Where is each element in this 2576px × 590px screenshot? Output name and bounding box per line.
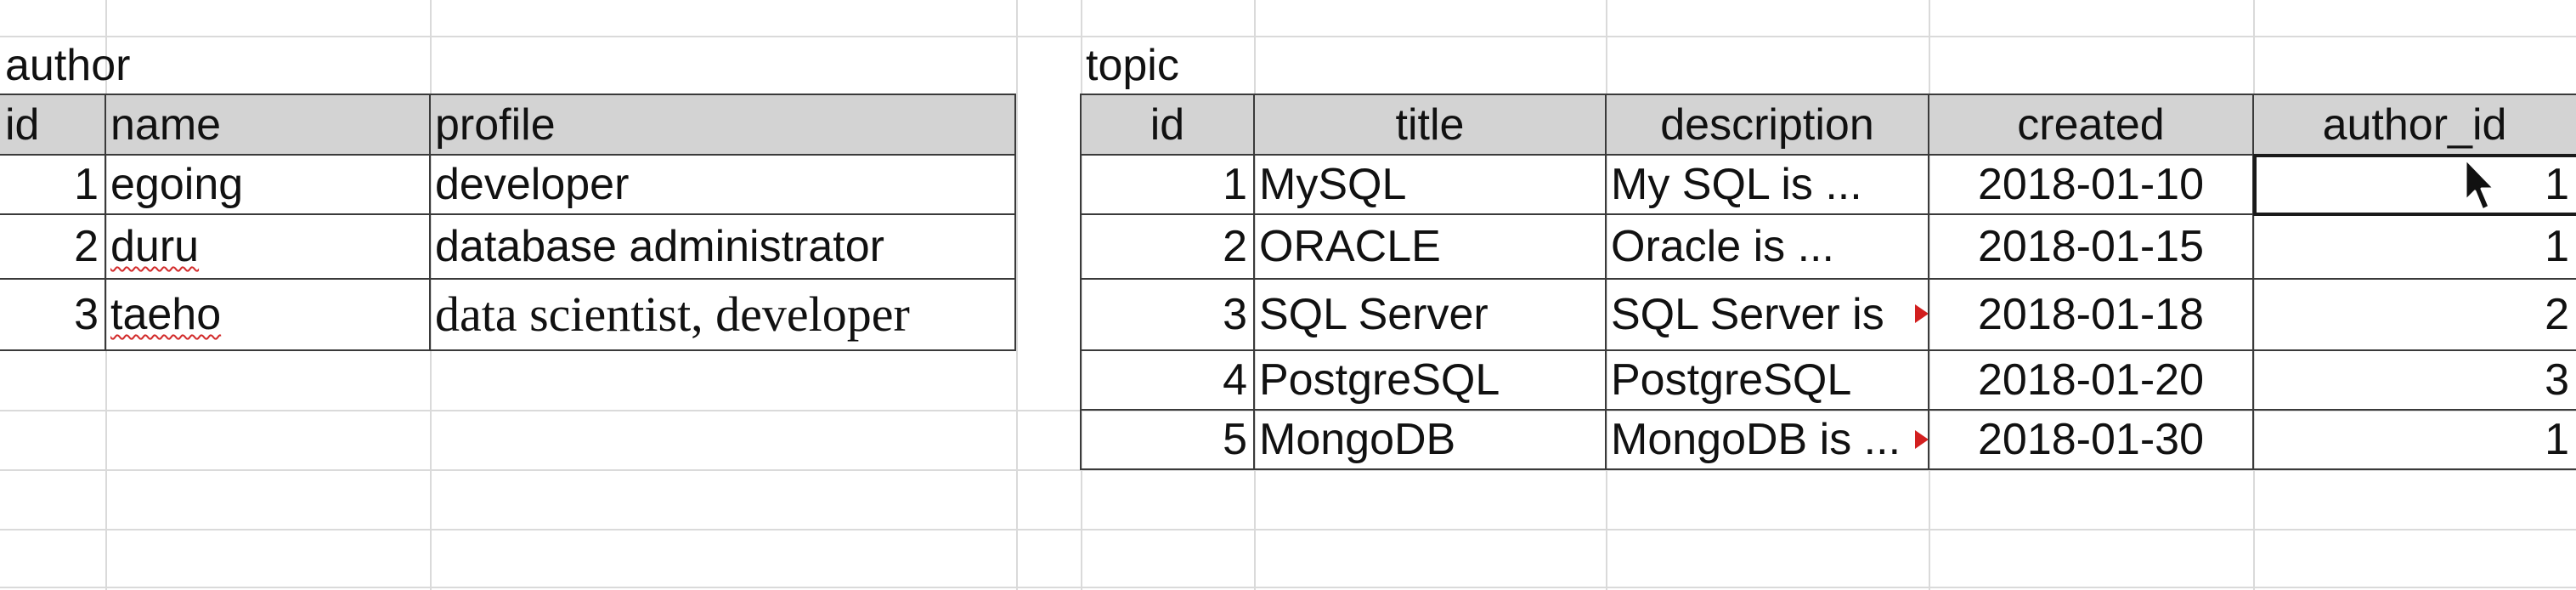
text-overflow-marker-icon (1915, 430, 1929, 449)
topic-row5-author-id[interactable]: 1 (2545, 415, 2569, 464)
author-row2-name[interactable]: duru (105, 214, 430, 279)
topic-row1-author-id[interactable]: 1 (2545, 160, 2569, 209)
topic-row5-id[interactable]: 5 (1223, 415, 1247, 464)
topic-header-created[interactable]: created (1929, 95, 2253, 155)
selected-cell-outline (2253, 154, 2576, 216)
author-header-name[interactable]: name (105, 95, 430, 155)
author-row1-profile[interactable]: developer (435, 160, 630, 209)
text-overflow-marker-icon (1915, 304, 1929, 323)
author-header-profile[interactable]: profile (430, 95, 1016, 155)
author-header-id[interactable]: id (0, 95, 105, 155)
topic-row1-id[interactable]: 1 (1223, 160, 1247, 209)
author-row2-name-text: duru (110, 222, 200, 271)
topic-row4-title[interactable]: PostgreSQL (1259, 355, 1500, 405)
topic-row3-author-id[interactable]: 2 (2545, 290, 2569, 339)
topic-table-title[interactable]: topic (1086, 41, 1179, 90)
topic-header-author-id[interactable]: author_id (2253, 95, 2576, 155)
author-row1-id[interactable]: 1 (74, 160, 99, 209)
topic-row2-description[interactable]: Oracle is ... (1611, 222, 1834, 271)
mouse-pointer-icon (2464, 157, 2496, 212)
author-table-title[interactable]: author (5, 41, 131, 90)
author-row2-id[interactable]: 2 (74, 222, 99, 271)
topic-header-description[interactable]: description (1606, 95, 1929, 155)
author-row1-name[interactable]: egoing (110, 160, 244, 209)
topic-row4-description[interactable]: PostgreSQL (1611, 355, 1852, 405)
topic-row3-id[interactable]: 3 (1223, 290, 1247, 339)
author-row3-id[interactable]: 3 (74, 290, 99, 339)
topic-row1-description[interactable]: My SQL is ... (1611, 160, 1862, 209)
topic-row3-description[interactable]: SQL Server is (1611, 290, 1884, 339)
topic-row3-created[interactable]: 2018-01-18 (1978, 290, 2204, 339)
topic-row2-author-id[interactable]: 1 (2545, 222, 2569, 271)
topic-row5-title[interactable]: MongoDB (1259, 415, 1456, 464)
topic-row4-author-id[interactable]: 3 (2545, 355, 2569, 405)
topic-row4-created[interactable]: 2018-01-20 (1978, 355, 2204, 405)
topic-row1-title[interactable]: MySQL (1259, 160, 1407, 209)
topic-header-id[interactable]: id (1081, 95, 1254, 155)
topic-row4-id[interactable]: 4 (1223, 355, 1247, 405)
topic-row5-description[interactable]: MongoDB is ... (1611, 415, 1901, 464)
topic-header-title[interactable]: title (1254, 95, 1606, 155)
topic-row3-title[interactable]: SQL Server (1259, 290, 1489, 339)
topic-row2-title[interactable]: ORACLE (1259, 222, 1441, 271)
author-row3-name[interactable]: taeho (105, 279, 430, 350)
topic-row2-id[interactable]: 2 (1223, 222, 1247, 271)
topic-row5-created[interactable]: 2018-01-30 (1978, 415, 2204, 464)
topic-row2-created[interactable]: 2018-01-15 (1978, 222, 2204, 271)
topic-row1-created[interactable]: 2018-01-10 (1978, 160, 2204, 209)
author-row3-profile[interactable]: data scientist, developer (435, 286, 910, 342)
author-row3-name-text: taeho (110, 290, 222, 339)
author-row2-profile[interactable]: database administrator (435, 222, 884, 271)
